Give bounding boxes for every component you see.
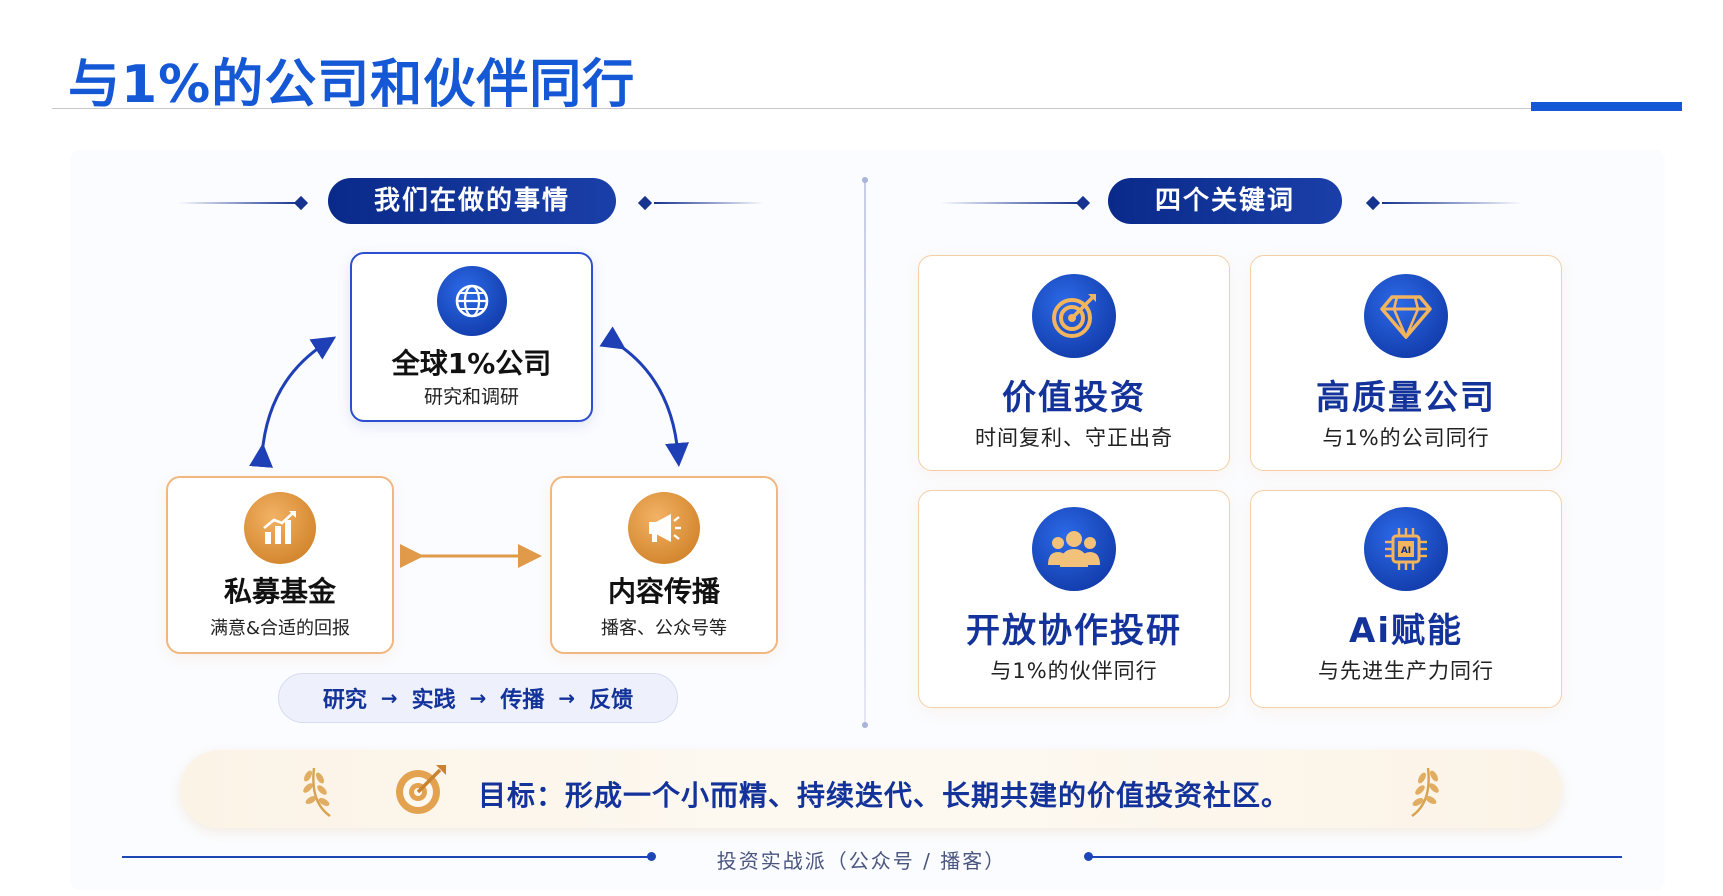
arrow-top-left (249, 336, 337, 468)
card-subtitle: 研究和调研 (423, 386, 519, 408)
card-subtitle: 满意&合适的回报 (209, 618, 351, 639)
flow-arrow: → (469, 686, 487, 710)
flow-arrow: → (380, 686, 398, 710)
card-title: 私募基金 (223, 575, 336, 608)
keyword-subtitle: 时间复利、守正出奇 (975, 426, 1173, 450)
keyword-card-value-investing: 价值投资 时间复利、守正出奇 (918, 255, 1230, 471)
left-header-line-right (654, 202, 764, 204)
flow-pill: 研究 → 实践 → 传播 → 反馈 (278, 673, 678, 723)
footer-line-right (1090, 856, 1622, 858)
growth-chart-icon (244, 492, 316, 564)
flow-step: 实践 (411, 688, 456, 713)
keyword-title: 价值投资 (1002, 378, 1146, 418)
divider-dot-bottom (862, 722, 868, 728)
ai-chip-icon: AI (1364, 507, 1448, 591)
keyword-card-ai-empowerment: AI Ai赋能 与先进生产力同行 (1250, 490, 1562, 708)
card-private-fund: 私募基金 满意&合适的回报 (166, 476, 394, 654)
goal-target-icon (396, 765, 446, 814)
keyword-subtitle: 与1%的公司同行 (1322, 426, 1490, 450)
left-section-header: 我们在做的事情 (328, 178, 616, 224)
team-icon (1032, 507, 1116, 591)
left-header-line-left (178, 202, 298, 204)
card-content-distribution: 内容传播 播客、公众号等 (550, 476, 778, 654)
keyword-subtitle: 与1%的伙伴同行 (990, 659, 1158, 683)
title-accent-bar (1531, 102, 1682, 111)
footer-dot-right (1084, 852, 1093, 861)
keyword-title: 高质量公司 (1316, 378, 1496, 418)
divider-dot-top (862, 177, 868, 183)
keyword-title: 开放协作投研 (966, 611, 1182, 651)
target-icon (1032, 274, 1116, 358)
footer-text: 投资实战派（公众号 / 播客） (716, 849, 1007, 873)
goal-text: 目标：形成一个小而精、持续迭代、长期共建的价值投资社区。 (478, 779, 1291, 812)
globe-icon (436, 266, 507, 336)
slide-title: 与1%的公司和伙伴同行 (68, 55, 636, 115)
keyword-card-open-collaboration: 开放协作投研 与1%的伙伴同行 (918, 490, 1230, 708)
megaphone-icon (628, 492, 700, 564)
flow-step: 反馈 (589, 688, 634, 713)
card-title: 内容传播 (607, 575, 720, 608)
right-header-line-left (940, 202, 1080, 204)
diamond-icon (1364, 274, 1448, 358)
center-divider (864, 180, 866, 725)
footer-dot-left (647, 852, 656, 861)
arrow-top-right (599, 326, 690, 467)
right-header-line-right (1382, 202, 1522, 204)
keyword-title: Ai赋能 (1349, 611, 1463, 651)
laurel-right-icon (1411, 767, 1439, 817)
laurel-left-icon (303, 767, 331, 817)
svg-text:AI: AI (1401, 546, 1411, 556)
flow-step: 传播 (500, 688, 545, 713)
footer-line-left (122, 856, 652, 858)
title-rule (52, 108, 1681, 109)
flow-step: 研究 (322, 688, 367, 713)
flow-arrow: → (558, 686, 576, 710)
keyword-card-quality-companies: 高质量公司 与1%的公司同行 (1250, 255, 1562, 471)
right-section-header: 四个关键词 (1108, 178, 1342, 224)
card-title: 全球1%公司 (391, 347, 552, 380)
keyword-subtitle: 与先进生产力同行 (1318, 659, 1494, 683)
card-subtitle: 播客、公众号等 (601, 618, 727, 639)
card-global-companies: 全球1%公司 研究和调研 (350, 252, 593, 422)
